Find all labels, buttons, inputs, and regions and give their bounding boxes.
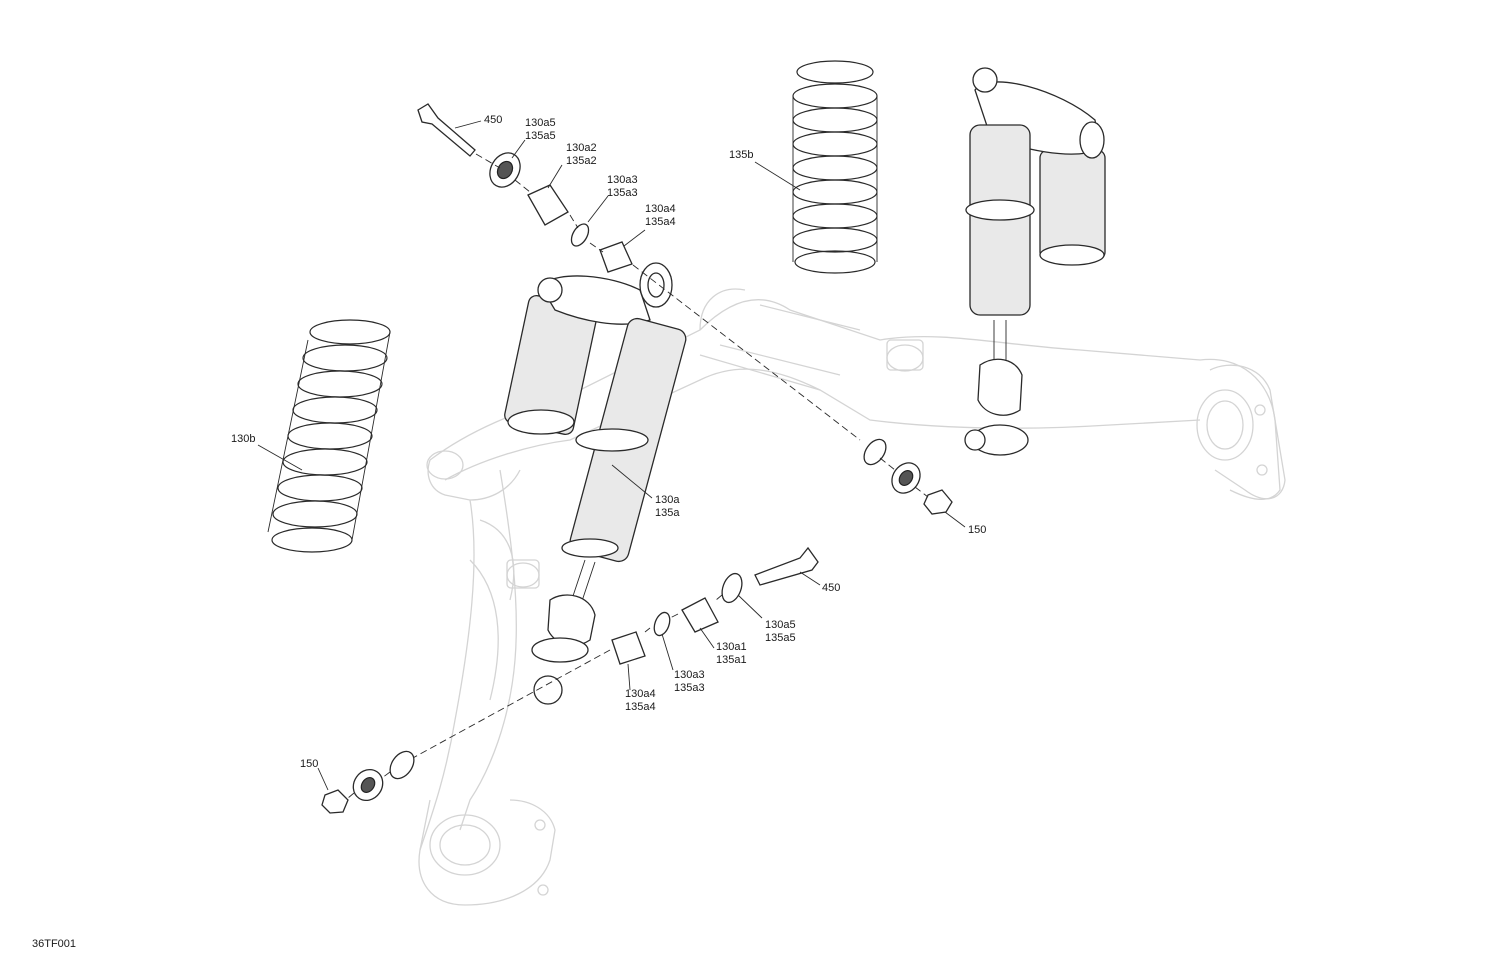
callout-text: 150 [300, 758, 319, 770]
shock-absorber-130a [504, 262, 687, 705]
shock-absorber-135a [964, 67, 1106, 456]
callout-135b: 135b [729, 149, 753, 162]
callout-text: 135a4 [625, 701, 656, 713]
coil-spring-135b [792, 60, 878, 274]
callout-text: 135a5 [765, 632, 796, 644]
callout-text: 135a [655, 507, 680, 519]
callout-top-130a3-135a3: 130a3 135a3 [607, 174, 638, 200]
callout-text: 130a [655, 494, 680, 506]
leader-lines [257, 120, 966, 791]
top-hardware-stack [417, 103, 861, 441]
callout-bottom-130a1-135a1: 130a1 135a1 [716, 641, 747, 667]
callout-top-130a5-135a5: 130a5 135a5 [525, 117, 556, 143]
callout-text: 135a3 [674, 682, 705, 694]
callout-left-nut-150: 150 [300, 758, 318, 771]
callout-text: 150 [968, 524, 987, 536]
callout-top-130a2-135a2: 130a2 135a2 [566, 142, 597, 168]
callout-text: 130b [231, 433, 256, 445]
callout-bottom-130a4-135a4: 130a4 135a4 [625, 688, 656, 714]
callout-text: 130a5 [765, 619, 796, 631]
figure-id: 36TF001 [32, 938, 77, 950]
callout-text: 130a3 [607, 174, 638, 186]
callout-text: 130a4 [625, 688, 656, 700]
callout-text: 130a2 [566, 142, 597, 154]
callout-top-bolt-450: 450 [484, 114, 502, 127]
callout-text: 135a5 [525, 130, 556, 142]
callout-text: 450 [822, 582, 841, 594]
callout-130a-135a: 130a 135a [655, 494, 679, 520]
callout-right-nut-150: 150 [968, 524, 986, 537]
callout-text: 130a4 [645, 203, 676, 215]
callout-text: 130a5 [525, 117, 556, 129]
callout-text: 135b [729, 149, 754, 161]
callout-bottom-130a3-135a3: 130a3 135a3 [674, 669, 705, 695]
callout-bottom-130a5-135a5: 130a5 135a5 [765, 619, 796, 645]
callout-bottom-bolt-450: 450 [822, 582, 840, 595]
callout-130b: 130b [231, 433, 255, 446]
callout-text: 450 [484, 114, 503, 126]
lower-a-arm-ghost [418, 288, 1286, 906]
callout-text: 130a3 [674, 669, 705, 681]
callout-text: 135a4 [645, 216, 676, 228]
callout-text: 135a2 [566, 155, 597, 167]
callout-text: 135a3 [607, 187, 638, 199]
left-hardware-stack [321, 750, 415, 814]
bottom-hardware-stack [399, 546, 819, 766]
callout-text: 130a1 [716, 641, 747, 653]
callout-text: 135a1 [716, 654, 747, 666]
right-hardware-stack [863, 438, 953, 515]
callout-top-130a4-135a4: 130a4 135a4 [645, 203, 676, 229]
coil-spring-130b [267, 319, 391, 553]
